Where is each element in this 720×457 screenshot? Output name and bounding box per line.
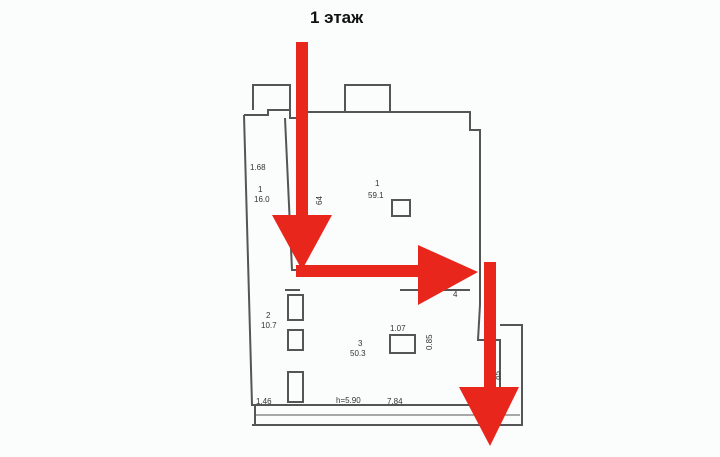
arrow-head-down	[272, 215, 332, 270]
walls	[243, 84, 523, 426]
arrow-head-down	[459, 387, 519, 446]
dimension-label: 7.84	[387, 397, 403, 406]
arrow-shaft	[296, 42, 308, 222]
dimension-label: h=5.90	[336, 396, 361, 405]
room-area: 59.1	[368, 191, 384, 200]
dimension-label: 64	[315, 196, 324, 205]
route-arrows	[272, 42, 519, 446]
arrow-shaft	[296, 265, 426, 277]
arrow-shaft	[484, 262, 496, 392]
dimension-label: 1.46	[256, 397, 272, 406]
arrow-head-right	[418, 245, 478, 305]
room-number: 4	[453, 290, 458, 299]
dimension-label: 85	[493, 371, 502, 380]
dimension-label: 1.68	[250, 163, 266, 172]
room-area: 16.0	[254, 195, 270, 204]
floor-title: 1 этаж	[310, 8, 364, 27]
room-number: 3	[358, 339, 363, 348]
labels: 1.68 1 16.0 1 59.1 2 10.7 3 50.3 4 1.07 …	[250, 163, 502, 406]
room-number: 1	[258, 185, 263, 194]
room-number: 2	[266, 311, 271, 320]
room-area: 50.3	[350, 349, 366, 358]
room-number: 1	[375, 179, 380, 188]
room-area: 10.7	[261, 321, 277, 330]
dimension-label: 1.07	[390, 324, 406, 333]
dimension-label: 0.85	[425, 334, 434, 350]
